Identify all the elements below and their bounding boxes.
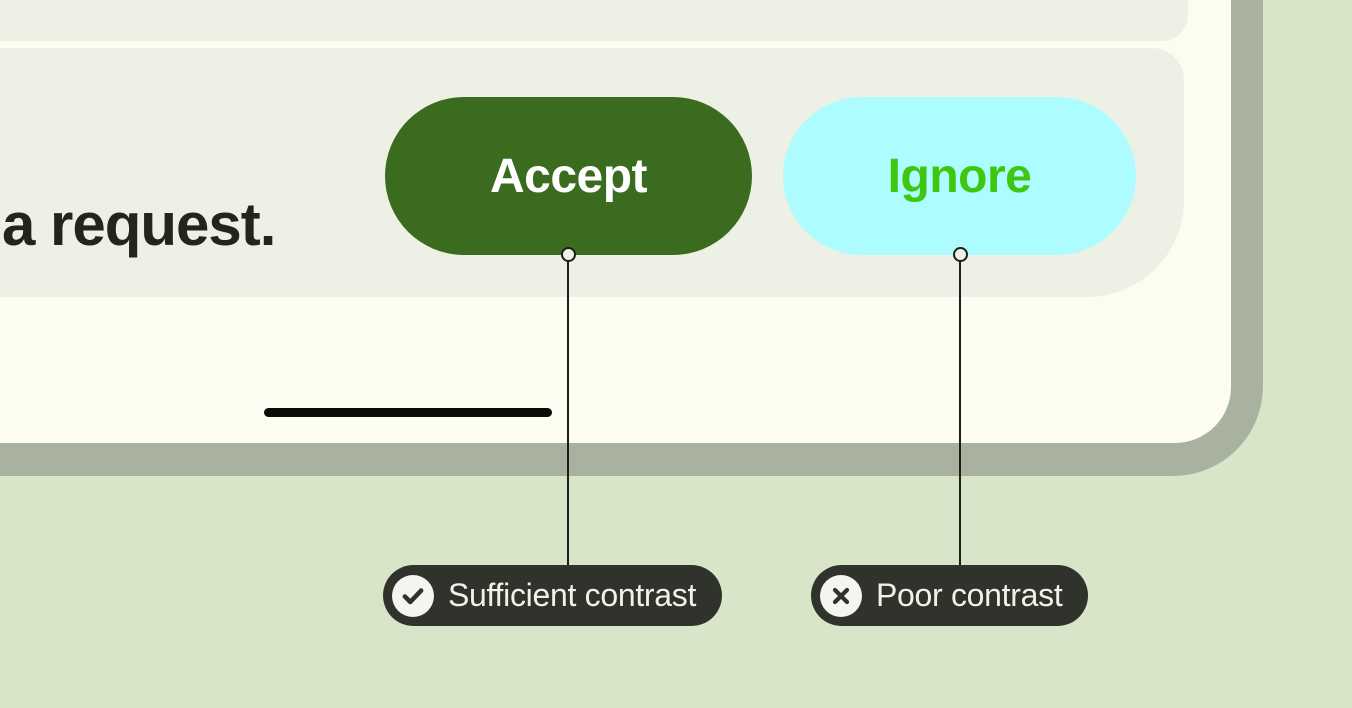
leader-line-accept [567,261,570,565]
notification-strip-top [0,0,1188,41]
annotation-label-poor: Poor contrast [876,577,1063,613]
annotation-badge-sufficient: Sufficient contrast [383,565,723,626]
notification-panel: a request. Accept Ignore [0,48,1184,297]
notification-message-text: a request. [2,191,276,258]
x-icon [820,574,862,617]
accept-button[interactable]: Accept [385,97,752,255]
annotation-badge-poor: Poor contrast [811,565,1089,626]
annotation-label-sufficient: Sufficient contrast [448,577,697,613]
anchor-dot-ignore [953,247,968,262]
leader-line-ignore [959,261,962,565]
ignore-button[interactable]: Ignore [783,97,1136,255]
anchor-dot-accept [561,247,576,262]
notification-shade-card: a request. Accept Ignore [0,0,1231,443]
indicator-bar [264,408,552,417]
check-icon [392,574,434,617]
